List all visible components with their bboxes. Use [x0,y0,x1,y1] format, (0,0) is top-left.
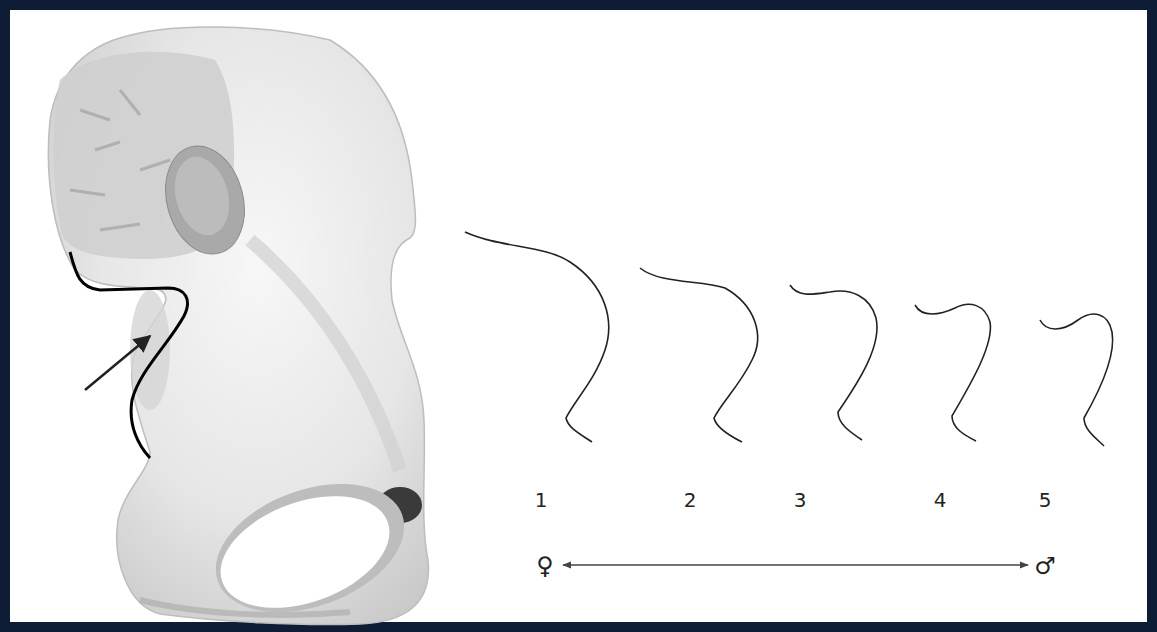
callout-number: 1 [535,490,548,510]
sex-scale-arrow [563,564,1028,566]
sex-symbol: ♂ [1034,554,1056,578]
sex-symbol: ♀ [536,554,554,578]
callout-number: 2 [684,490,697,510]
callout-number: 5 [1039,490,1052,510]
hip-bone [48,27,428,632]
notch-shapes [465,232,1113,446]
callout-number: 3 [794,490,807,510]
callout-number: 4 [934,490,947,510]
